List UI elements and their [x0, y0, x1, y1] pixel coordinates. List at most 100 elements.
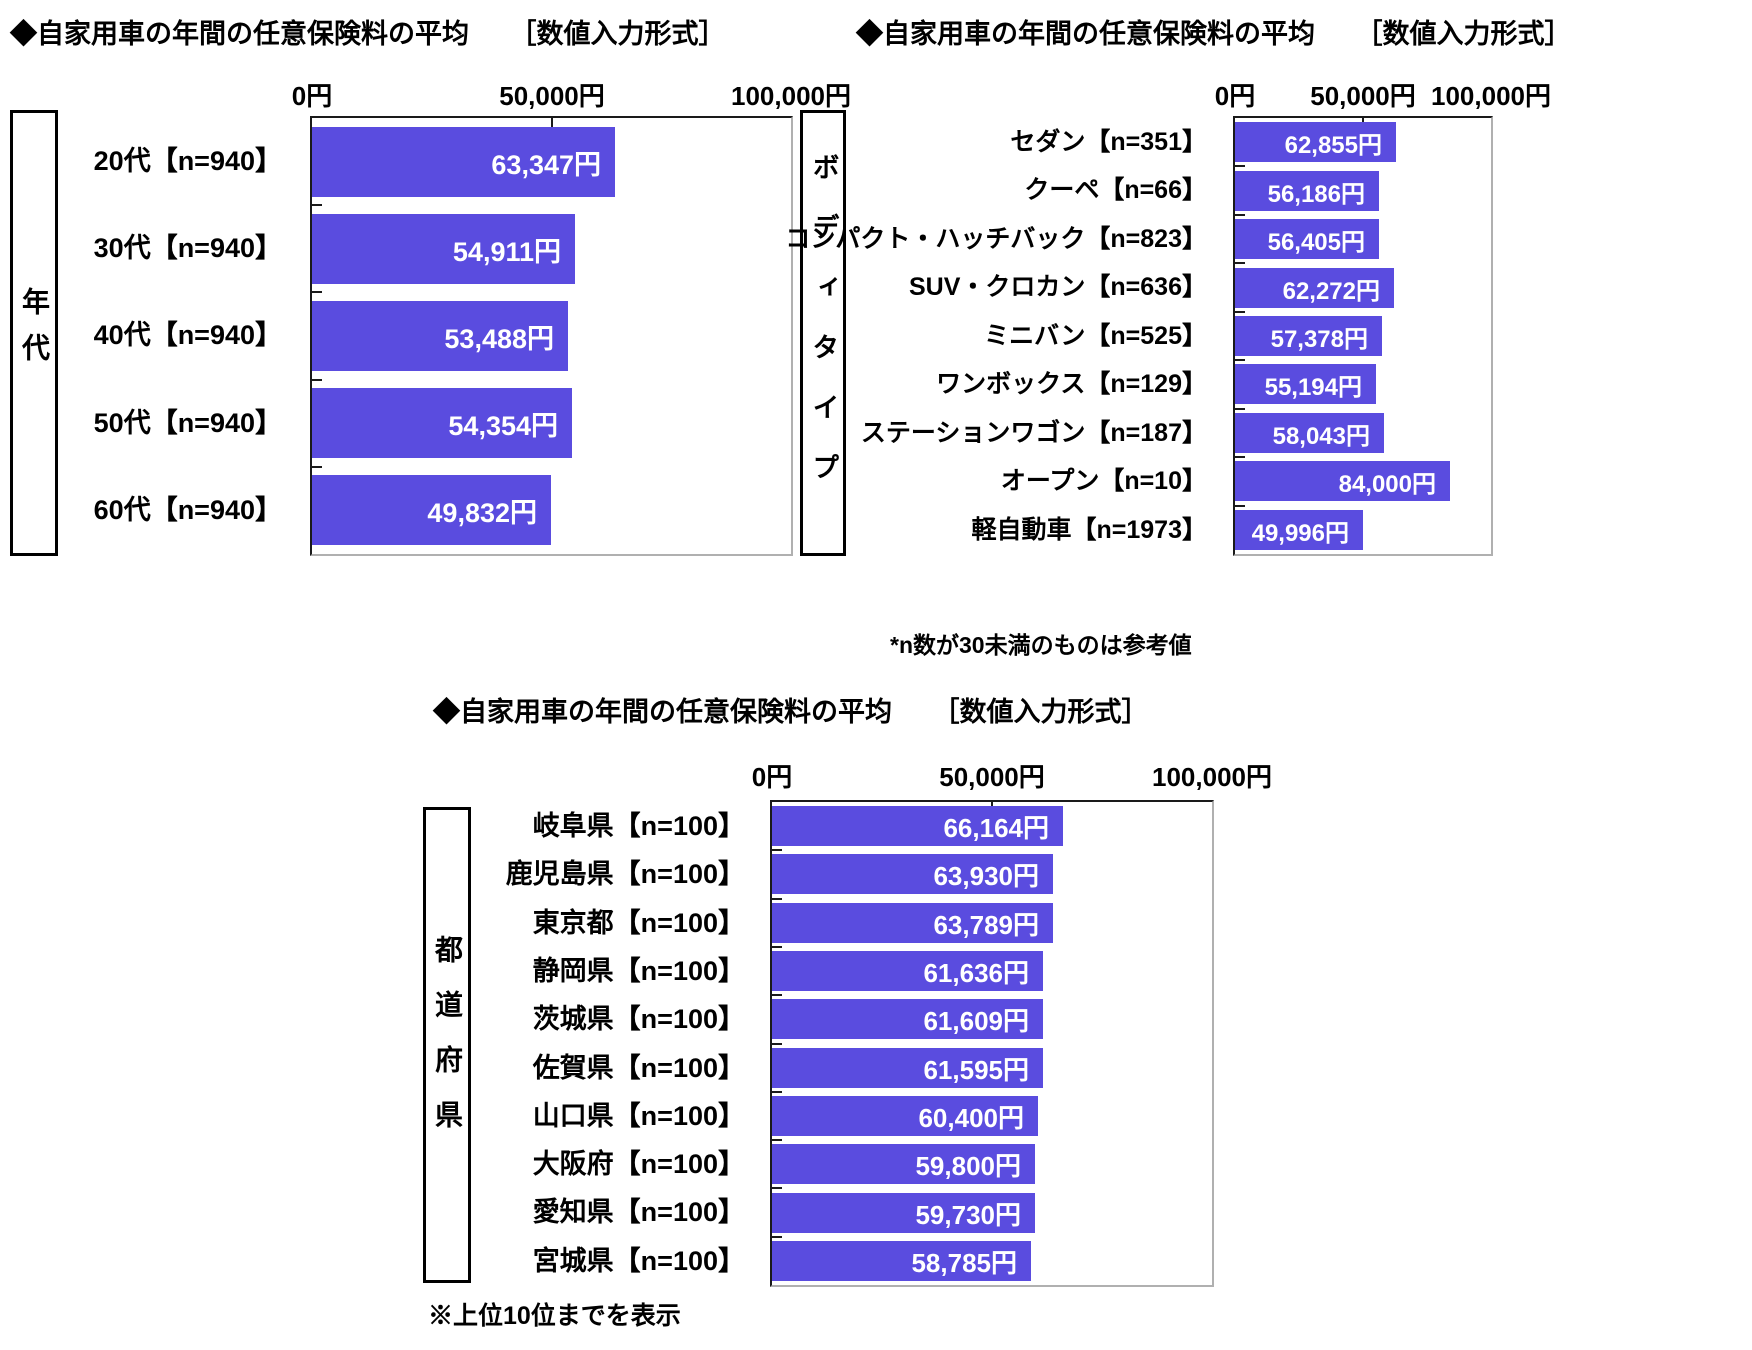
bar: 58,785円: [772, 1241, 1031, 1281]
group-label: 都道府県: [432, 935, 463, 1155]
category-boundary-tick: [312, 291, 322, 293]
bar: 49,832円: [312, 475, 551, 545]
bar: 53,488円: [312, 301, 568, 371]
group-label: 年代: [19, 287, 50, 379]
x-axis-tick-label: 50,000円: [1310, 81, 1416, 111]
bar-value-label: 61,595円: [923, 1054, 1029, 1085]
category-boundary-tick: [772, 946, 782, 948]
bar: 62,272円: [1235, 268, 1394, 308]
category-label: 40代【n=940】: [93, 320, 282, 350]
bar-value-label: 49,832円: [427, 497, 537, 528]
category-boundary-tick: [312, 466, 322, 468]
bar: 61,609円: [772, 999, 1043, 1039]
bar-value-label: 63,347円: [491, 149, 601, 180]
bar: 58,043円: [1235, 413, 1384, 453]
bar: 63,347円: [312, 127, 615, 197]
category-boundary-tick: [772, 1236, 782, 1238]
bar: 54,354円: [312, 388, 572, 458]
category-boundary-tick: [772, 1187, 782, 1189]
bar-value-label: 61,636円: [923, 957, 1029, 988]
category-label: クーペ【n=66】: [1024, 176, 1207, 204]
bar-value-label: 56,405円: [1267, 228, 1365, 256]
group-label-box: ボディタイプ: [800, 110, 846, 556]
category-label: SUV・クロカン【n=636】: [909, 273, 1207, 301]
bar: 55,194円: [1235, 364, 1376, 404]
bar: 61,595円: [772, 1048, 1043, 1088]
category-label: 宮城県【n=100】: [532, 1246, 745, 1276]
x-axis-tick-label: 0円: [1214, 81, 1256, 111]
group-label-box: 年代: [10, 110, 58, 556]
bar-value-label: 54,354円: [448, 410, 558, 441]
bar-value-label: 62,272円: [1282, 277, 1380, 305]
category-label: 佐賀県【n=100】: [532, 1053, 745, 1083]
category-label: コンパクト・ハッチバック【n=823】: [785, 225, 1207, 253]
x-axis-tick-label: 0円: [751, 762, 793, 792]
category-label: ワンボックス【n=129】: [936, 370, 1207, 398]
bar: 60,400円: [772, 1096, 1038, 1136]
bar-value-label: 84,000円: [1338, 470, 1436, 498]
category-boundary-tick: [772, 1091, 782, 1093]
bar-value-label: 62,855円: [1284, 131, 1382, 159]
bar-value-label: 49,996円: [1251, 519, 1349, 547]
bar-value-label: 61,609円: [923, 1005, 1029, 1036]
x-axis-tick-label: 50,000円: [939, 762, 1045, 792]
bar-value-label: 54,911円: [452, 236, 561, 267]
bar-value-label: 58,043円: [1272, 422, 1370, 450]
category-boundary-tick: [1235, 456, 1245, 458]
category-label: 60代【n=940】: [93, 495, 282, 525]
chart-title: ◆自家用車の年間の任意保険料の平均 ［数値入力形式］: [433, 697, 1149, 727]
bar: 63,789円: [772, 903, 1053, 943]
category-label: 東京都【n=100】: [532, 908, 745, 938]
category-boundary-tick: [1235, 359, 1245, 361]
chart-footnote: *n数が30未満のものは参考値: [890, 632, 1192, 658]
category-boundary-tick: [772, 994, 782, 996]
category-label: 山口県【n=100】: [532, 1101, 745, 1131]
category-label: セダン【n=351】: [1010, 128, 1207, 156]
bar: 63,930円: [772, 854, 1053, 894]
category-label: 鹿児島県【n=100】: [505, 859, 745, 889]
category-label: ステーションワゴン【n=187】: [860, 419, 1207, 447]
category-boundary-tick: [312, 204, 322, 206]
bar-value-label: 59,730円: [915, 1199, 1021, 1230]
bar-value-label: 63,789円: [933, 909, 1039, 940]
bar: 49,996円: [1235, 510, 1363, 550]
x-axis-tick-label: 0円: [291, 81, 333, 111]
x-axis-tick-label: 50,000円: [499, 81, 605, 111]
category-boundary-tick: [312, 379, 322, 381]
bar: 84,000円: [1235, 461, 1450, 501]
bar: 59,800円: [772, 1144, 1035, 1184]
bar-value-label: 63,930円: [933, 860, 1039, 891]
category-label: オープン【n=10】: [1000, 467, 1207, 495]
group-label-box: 都道府県: [423, 807, 471, 1283]
category-boundary-tick: [1235, 408, 1245, 410]
bar: 56,405円: [1235, 219, 1379, 259]
category-label: 50代【n=940】: [93, 408, 282, 438]
category-boundary-tick: [1235, 165, 1245, 167]
chart-footnote: ※上位10位までを表示: [428, 1302, 681, 1330]
category-label: ミニバン【n=525】: [984, 322, 1207, 350]
bar: 54,911円: [312, 214, 575, 284]
bar-value-label: 53,488円: [444, 323, 554, 354]
bar: 59,730円: [772, 1193, 1035, 1233]
category-boundary-tick: [772, 898, 782, 900]
x-axis-tick-label: 100,000円: [731, 81, 851, 111]
bar: 66,164円: [772, 806, 1063, 846]
category-boundary-tick: [772, 849, 782, 851]
bar-value-label: 56,186円: [1267, 180, 1365, 208]
bar-value-label: 58,785円: [911, 1247, 1017, 1278]
bar-value-label: 55,194円: [1264, 373, 1362, 401]
category-label: 軽自動車【n=1973】: [971, 516, 1208, 544]
chart-title: ◆自家用車の年間の任意保険料の平均 ［数値入力形式］: [10, 19, 726, 49]
group-label: ボディタイプ: [808, 153, 839, 513]
category-boundary-tick: [772, 1139, 782, 1141]
category-boundary-tick: [1235, 214, 1245, 216]
category-label: 岐阜県【n=100】: [532, 811, 745, 841]
category-label: 20代【n=940】: [93, 146, 282, 176]
category-label: 愛知県【n=100】: [532, 1197, 745, 1227]
x-axis-tick-label: 100,000円: [1431, 81, 1551, 111]
bar: 62,855円: [1235, 122, 1396, 162]
bar: 57,378円: [1235, 316, 1382, 356]
category-label: 大阪府【n=100】: [532, 1149, 745, 1179]
chart-title: ◆自家用車の年間の任意保険料の平均 ［数値入力形式］: [856, 19, 1572, 49]
